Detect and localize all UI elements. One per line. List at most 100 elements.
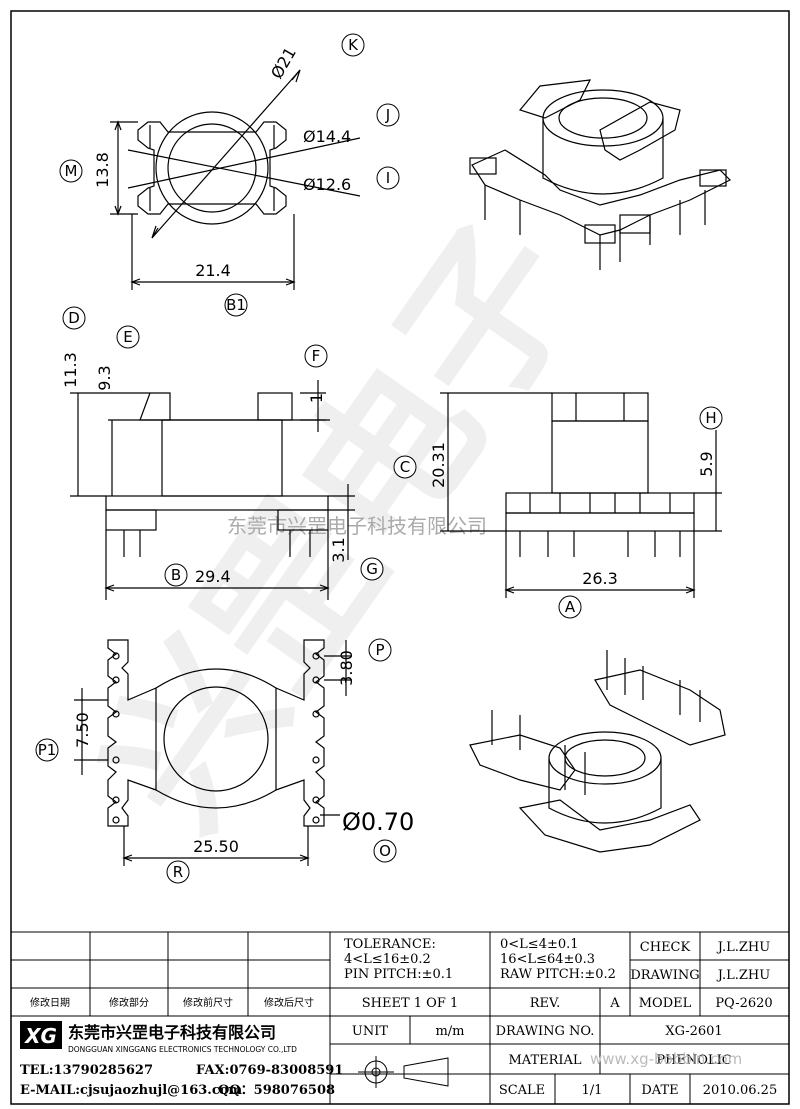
company-tel: TEL:13790285627 bbox=[20, 1063, 153, 1078]
dim-d14: Ø14.4 bbox=[303, 127, 351, 146]
dim-h2031: 20.31 bbox=[429, 442, 448, 488]
callout-o bbox=[373, 839, 397, 863]
sheet-label: SHEET 1 OF 1 bbox=[362, 996, 459, 1011]
dim-h93: 9.3 bbox=[95, 365, 114, 390]
dim-w263: 26.3 bbox=[582, 569, 618, 588]
dim-p380: 3.80 bbox=[337, 650, 356, 686]
check-label: CHECK bbox=[640, 940, 691, 955]
callout-o-label: O bbox=[379, 842, 391, 860]
company-qq: QQ：598076508 bbox=[218, 1083, 335, 1098]
callout-i bbox=[376, 166, 400, 190]
callout-p-label: P bbox=[375, 641, 384, 659]
callout-e-label: E bbox=[123, 328, 132, 346]
material-value: PHENOLIC bbox=[656, 1053, 731, 1068]
callout-p bbox=[368, 638, 392, 662]
company-en: DONGGUAN XINGGANG ELECTRONICS TECHNOLOGY… bbox=[68, 1045, 297, 1054]
callout-g bbox=[360, 557, 384, 581]
dim-h113: 11.3 bbox=[61, 352, 80, 388]
company-fax: FAX:0769-83008591 bbox=[196, 1063, 343, 1078]
callout-j bbox=[376, 103, 400, 127]
callout-j-label: J bbox=[385, 106, 390, 124]
callout-e bbox=[116, 325, 140, 349]
pin-pitch: PIN PITCH:±0.1 bbox=[344, 967, 453, 982]
tolerance-2: 4<L≤16±0.2 bbox=[344, 952, 431, 967]
callout-b1 bbox=[224, 293, 248, 317]
drawing-no-value: XG-2601 bbox=[665, 1024, 722, 1039]
material-label: MATERIAL bbox=[508, 1053, 581, 1068]
callout-b bbox=[164, 563, 188, 587]
rev-label: REV. bbox=[530, 996, 561, 1011]
side-view bbox=[70, 380, 355, 600]
top-view bbox=[110, 69, 361, 290]
callout-b-label: B bbox=[171, 566, 181, 584]
scale-value: 1/1 bbox=[582, 1083, 603, 1098]
scale-label: SCALE bbox=[499, 1083, 545, 1098]
dim-w2550: 25.50 bbox=[193, 837, 239, 856]
iso-view-bottom bbox=[469, 650, 726, 853]
callout-k bbox=[341, 33, 365, 57]
callout-r bbox=[166, 860, 190, 884]
callout-f bbox=[304, 344, 328, 368]
callout-d bbox=[62, 306, 86, 330]
watermark-company-line: 东莞市兴罡电子科技有限公司 bbox=[227, 514, 487, 538]
callout-b1-label: B1 bbox=[226, 296, 246, 314]
date-value: 2010.06.25 bbox=[703, 1083, 777, 1098]
callout-m-label: M bbox=[65, 162, 78, 180]
callout-h-label: H bbox=[705, 409, 716, 427]
callout-c-label: C bbox=[400, 458, 410, 476]
callout-m bbox=[59, 159, 83, 183]
raw-pitch: RAW PITCH:±0.2 bbox=[500, 967, 616, 982]
unit-value: m/m bbox=[435, 1024, 464, 1039]
callout-r-label: R bbox=[173, 863, 183, 881]
tolerance-label: TOLERANCE: bbox=[344, 937, 436, 952]
front-view bbox=[440, 392, 722, 598]
company-cn: 东莞市兴罡电子科技有限公司 bbox=[68, 1023, 276, 1042]
logo-text: XG bbox=[23, 1024, 57, 1048]
rev-value: A bbox=[609, 996, 620, 1011]
projection-symbol bbox=[358, 1056, 449, 1088]
callout-f-label: F bbox=[312, 347, 321, 365]
iso-view-top bbox=[469, 79, 732, 270]
callout-p1 bbox=[35, 738, 59, 762]
drawing-label: DRAWING bbox=[630, 968, 699, 983]
company-email: E-MAIL:cjsujaozhujl@163.com bbox=[20, 1083, 242, 1098]
tolerance-1: 0<L≤4±0.1 bbox=[500, 937, 579, 952]
unit-label: UNIT bbox=[352, 1024, 388, 1039]
dim-g31: 3.1 bbox=[329, 537, 348, 562]
rev-header-part: 修改部分 bbox=[109, 996, 149, 1009]
dim-h13: 13.8 bbox=[93, 152, 112, 188]
dim-f1: 1 bbox=[307, 393, 326, 403]
dim-p750: 7.50 bbox=[73, 712, 92, 748]
dim-w294: 29.4 bbox=[195, 567, 231, 586]
dim-d12: Ø12.6 bbox=[303, 175, 351, 194]
callout-k-label: K bbox=[348, 36, 359, 54]
callout-c bbox=[393, 455, 417, 479]
callout-a-label: A bbox=[565, 598, 576, 616]
sheet-border bbox=[10, 10, 790, 1105]
tolerance-3: 16<L≤64±0.3 bbox=[500, 952, 595, 967]
callout-h bbox=[699, 406, 723, 430]
date-label: DATE bbox=[641, 1083, 678, 1098]
callout-d-label: D bbox=[68, 309, 80, 327]
rev-header-before: 修改前尺寸 bbox=[183, 996, 233, 1009]
callout-p1-label: P1 bbox=[38, 741, 57, 759]
dim-w21: 21.4 bbox=[195, 261, 231, 280]
rev-header-date: 修改日期 bbox=[30, 996, 70, 1009]
bottom-view bbox=[74, 639, 352, 866]
model-value: PQ-2620 bbox=[715, 996, 772, 1011]
dim-h59: 5.9 bbox=[697, 451, 716, 476]
company-logo: XG bbox=[20, 1021, 62, 1049]
title-block-lines bbox=[11, 931, 789, 1104]
watermark-url: www.xg-bobbin.com bbox=[590, 1050, 742, 1068]
callouts bbox=[35, 33, 723, 884]
check-value: J.L.ZHU bbox=[716, 940, 770, 955]
callout-g-label: G bbox=[366, 560, 378, 578]
rev-header-after: 修改后尺寸 bbox=[264, 996, 314, 1009]
callout-i-label: I bbox=[386, 169, 390, 187]
drawing-value: J.L.ZHU bbox=[716, 968, 770, 983]
callout-a bbox=[558, 595, 582, 619]
model-label: MODEL bbox=[639, 996, 692, 1011]
dim-pin070: Ø0.70 bbox=[342, 808, 414, 836]
drawing-no-label: DRAWING NO. bbox=[496, 1024, 595, 1039]
